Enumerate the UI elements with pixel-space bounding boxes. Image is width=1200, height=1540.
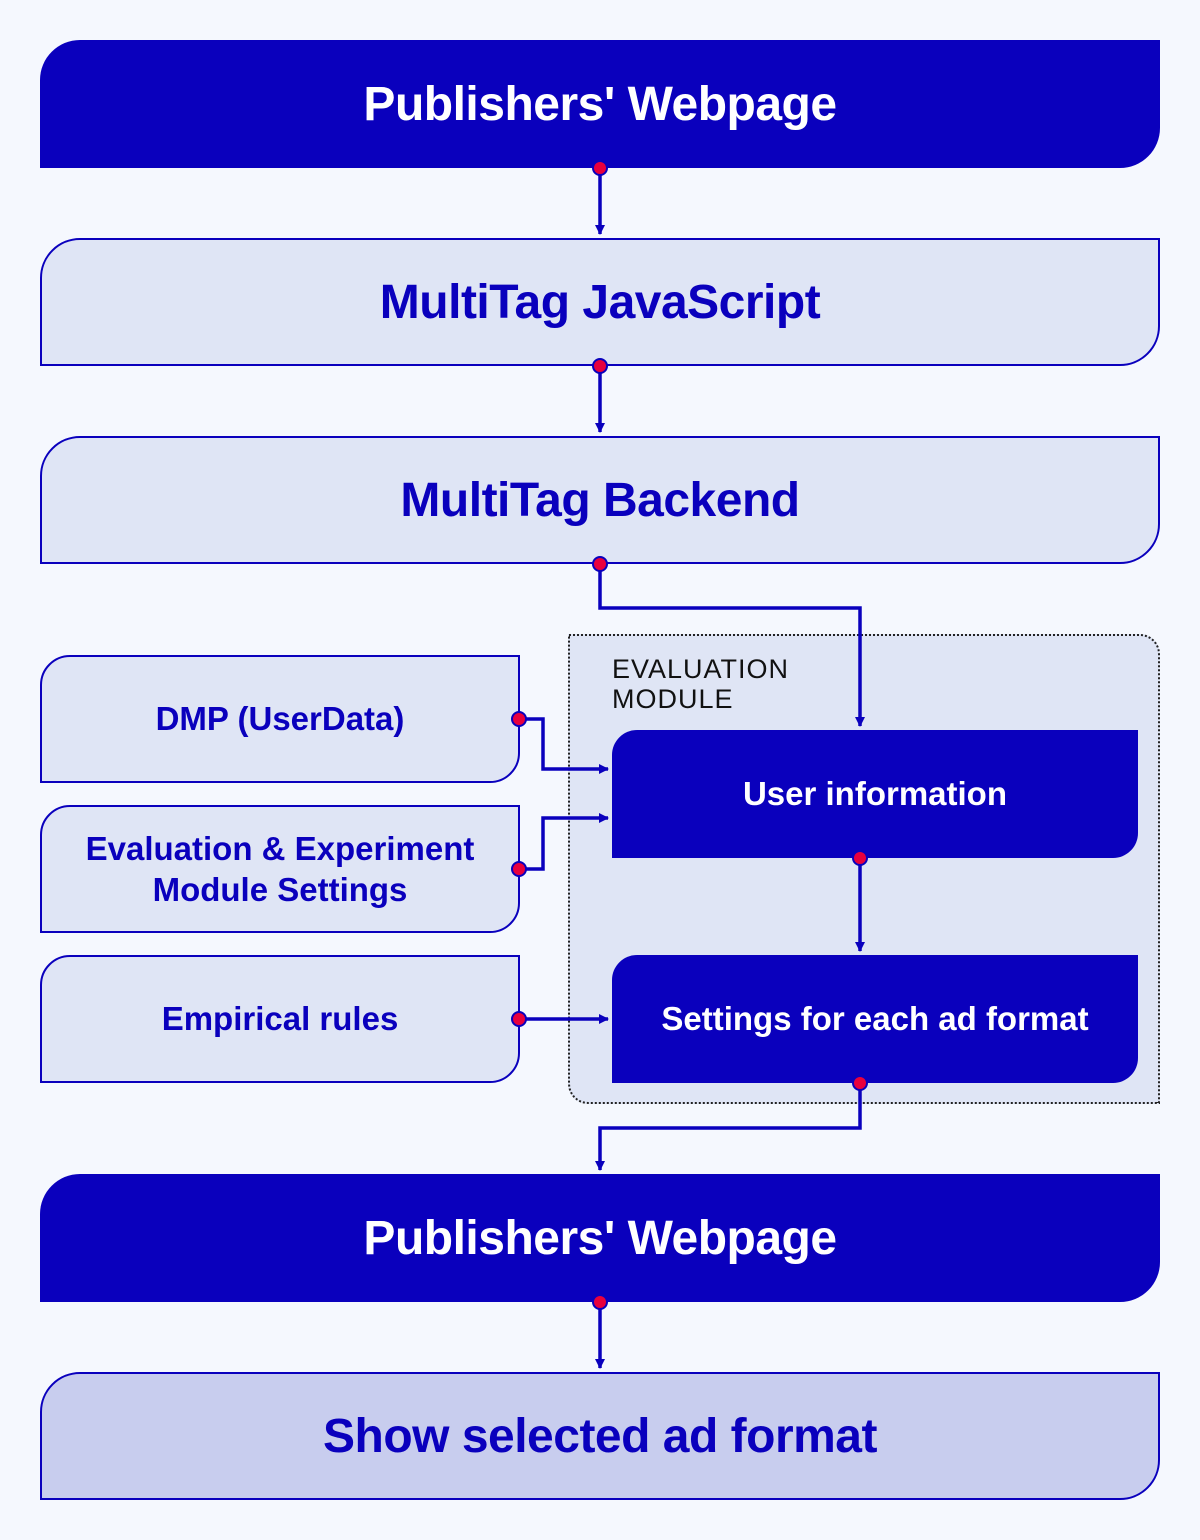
connector-dot — [592, 1294, 608, 1310]
connector-dot — [852, 850, 868, 866]
user-information-label: User information — [742, 775, 1008, 813]
empirical-rules-label: Empirical rules — [161, 1000, 399, 1038]
multitag-javascript-box: MultiTag JavaScript — [40, 238, 1160, 366]
show-selected-ad-format-box: Show selected ad format — [40, 1372, 1160, 1500]
connector-dot — [511, 1011, 527, 1027]
evaluation-experiment-settings-line1: Evaluation & Experiment — [85, 829, 475, 867]
publishers-webpage-bottom-label: Publishers' Webpage — [363, 1211, 837, 1265]
evaluation-module-title-line1: EVALUATION — [612, 654, 790, 684]
dmp-userdata-label: DMP (UserData) — [155, 700, 405, 738]
settings-for-each-ad-format-box: Settings for each ad format — [612, 955, 1138, 1083]
multitag-backend-box: MultiTag Backend — [40, 436, 1160, 564]
multitag-backend-label: MultiTag Backend — [400, 473, 800, 527]
empirical-rules-box: Empirical rules — [40, 955, 520, 1083]
connector-dot — [592, 358, 608, 374]
user-information-box: User information — [612, 730, 1138, 858]
connector-dot — [511, 711, 527, 727]
connector-settings-to-user-information — [519, 813, 609, 871]
publishers-webpage-bottom-box: Publishers' Webpage — [40, 1174, 1160, 1302]
connector-dot — [592, 556, 608, 572]
evaluation-module-title-line2: MODULE — [612, 684, 734, 715]
connector-backend-to-user-information — [598, 564, 865, 727]
connector-dot — [852, 1075, 868, 1091]
connector-dot — [592, 160, 608, 176]
evaluation-experiment-settings-line2: Module Settings — [152, 871, 408, 908]
evaluation-experiment-settings-box: Evaluation & Experiment Module Settings — [40, 805, 520, 933]
show-selected-ad-format-label: Show selected ad format — [323, 1409, 877, 1463]
settings-for-each-ad-format-label: Settings for each ad format — [661, 1000, 1089, 1038]
connector-dmp-to-user-information — [519, 717, 609, 774]
connector-dot — [511, 861, 527, 877]
multitag-javascript-label: MultiTag JavaScript — [379, 275, 821, 329]
dmp-userdata-box: DMP (UserData) — [40, 655, 520, 783]
publishers-webpage-top-box: Publishers' Webpage — [40, 40, 1160, 168]
connector-ad-settings-to-webpage — [595, 1083, 862, 1171]
publishers-webpage-top-label: Publishers' Webpage — [363, 77, 837, 131]
